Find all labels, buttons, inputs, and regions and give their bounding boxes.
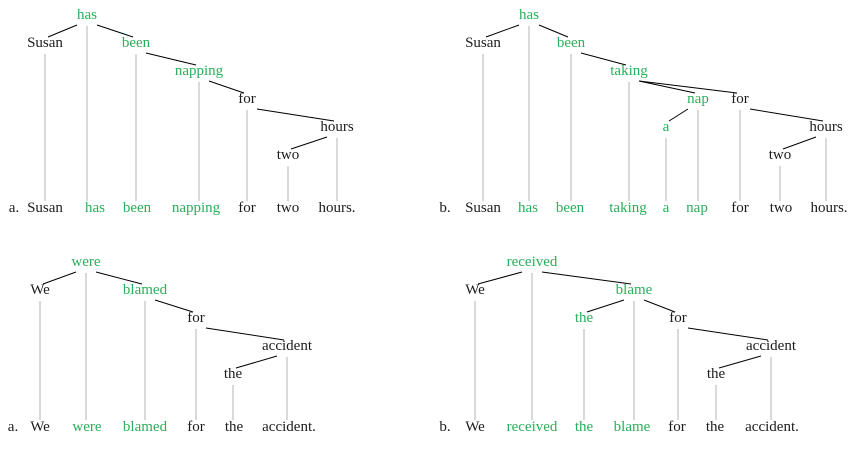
dependency-edge <box>205 327 285 341</box>
lines-b-received-blame <box>474 271 772 420</box>
dependency-edge <box>95 271 143 285</box>
dependency-edge <box>208 80 245 94</box>
dependency-edge <box>638 80 696 94</box>
dependency-edge <box>586 299 625 313</box>
dependency-edge <box>782 136 817 150</box>
dependency-edge <box>477 271 523 285</box>
dependency-edge <box>749 108 824 122</box>
dependency-edge <box>47 24 78 38</box>
dependency-edge <box>638 80 738 94</box>
dependency-edge <box>154 299 194 313</box>
dependency-edge <box>687 327 769 341</box>
lines-a-blamed <box>39 271 288 420</box>
dependency-edge <box>643 299 676 313</box>
lines-a-napping <box>44 24 338 201</box>
dependency-edge <box>538 24 569 38</box>
dependency-edge <box>42 271 77 285</box>
dependency-edge <box>718 355 762 369</box>
dependency-edge <box>541 271 632 285</box>
dependency-edge <box>485 24 520 38</box>
dependency-edge <box>256 108 335 122</box>
dependency-edge <box>668 108 689 122</box>
dependency-edge <box>235 355 278 369</box>
dependency-edge <box>290 136 328 150</box>
lines-b-taking-a-nap <box>482 24 827 201</box>
dependency-edge <box>145 52 197 66</box>
dependency-edge <box>96 24 134 38</box>
dependency-edge <box>580 52 627 66</box>
